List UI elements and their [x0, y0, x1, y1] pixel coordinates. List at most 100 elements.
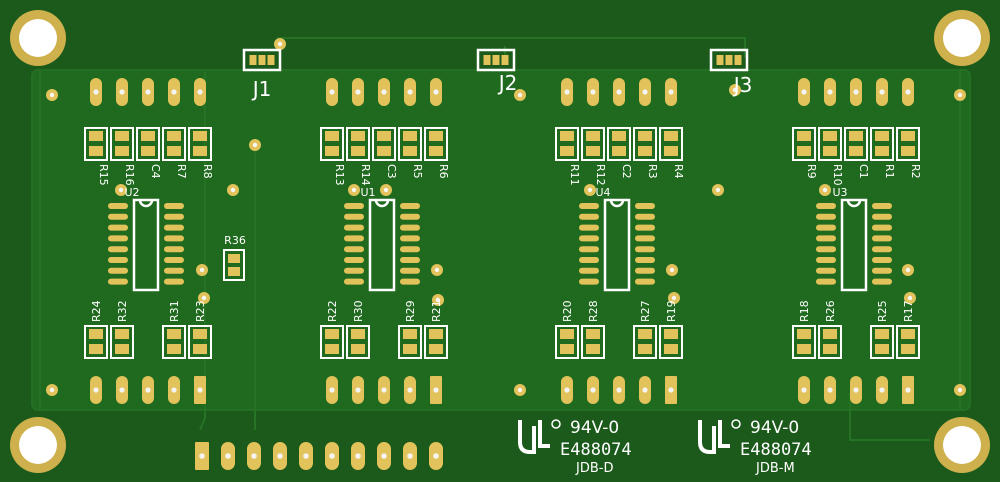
- smd-pad: [141, 146, 155, 156]
- th-pad-drill: [905, 387, 911, 393]
- via-drill: [49, 92, 55, 98]
- ic-lead-pad: [816, 267, 836, 274]
- connector-pin-pad: [501, 55, 509, 65]
- ul-logo-l: [538, 420, 550, 448]
- smd-outline: [162, 325, 186, 359]
- copper-trace: [849, 392, 930, 441]
- smd-outline: [320, 325, 344, 359]
- th-pad-drill: [381, 89, 387, 95]
- cert-rating: 94V-0: [570, 418, 619, 438]
- smd-pad: [89, 131, 103, 141]
- component-label: R23: [194, 300, 207, 322]
- smd-outline: [188, 325, 212, 359]
- smd-pad: [901, 344, 915, 354]
- ic-lead-pad: [579, 213, 599, 220]
- via-drill: [587, 187, 593, 193]
- smd-pad: [89, 344, 103, 354]
- component-label: R17: [902, 300, 915, 322]
- smd-outline: [659, 127, 683, 161]
- th-pad-drill: [616, 387, 622, 393]
- smd-pad: [167, 131, 181, 141]
- th-pad-drill: [801, 387, 807, 393]
- component-label: R15: [97, 164, 110, 186]
- component-label: R32: [116, 300, 129, 322]
- smd-pad: [612, 146, 626, 156]
- smd-pad: [115, 329, 129, 339]
- ic-lead-pad: [872, 224, 892, 231]
- smd-pad: [351, 146, 365, 156]
- smd-outline: [870, 127, 894, 161]
- smd-outline: [555, 325, 579, 359]
- ic-lead-pad: [816, 246, 836, 253]
- smd-pad: [638, 329, 652, 339]
- smd-pad: [193, 344, 207, 354]
- ic-lead-pad: [816, 235, 836, 242]
- via-drill: [201, 295, 207, 301]
- mounting-hole: [943, 426, 981, 464]
- connector-pin-pad: [734, 55, 742, 65]
- smd-pad: [875, 344, 889, 354]
- ic-lead-pad: [108, 257, 128, 263]
- via-drill: [957, 92, 963, 98]
- ic-lead-pad: [108, 278, 128, 285]
- ic-lead-pad: [635, 224, 655, 231]
- th-pad-drill: [827, 387, 833, 393]
- component-label: R6: [437, 164, 450, 179]
- chip-label: U4: [595, 186, 610, 199]
- connector-pin-pad: [725, 55, 733, 65]
- smd-pad: [849, 146, 863, 156]
- smd-outline: [792, 325, 816, 359]
- via-drill: [199, 267, 205, 273]
- component-label: R11: [568, 164, 581, 186]
- smd-pad: [638, 344, 652, 354]
- smd-outline: [896, 127, 920, 161]
- smd-outline: [84, 127, 108, 161]
- smd-pad: [429, 344, 443, 354]
- th-pad-drill: [329, 89, 335, 95]
- th-pad-drill: [642, 89, 648, 95]
- ic-lead-pad: [579, 257, 599, 263]
- component-label: R13: [333, 164, 346, 186]
- ic-lead-pad: [579, 278, 599, 285]
- th-pad-drill: [119, 387, 125, 393]
- component-label: C2: [620, 164, 633, 179]
- smd-pad: [403, 131, 417, 141]
- th-pad-drill: [616, 89, 622, 95]
- ic-lead-pad: [635, 267, 655, 274]
- ic-lead-pad: [164, 257, 184, 263]
- smd-pad: [351, 131, 365, 141]
- chip-label: U3: [832, 186, 847, 199]
- via-drill: [732, 87, 738, 93]
- th-pad-drill: [564, 387, 570, 393]
- ic-lead-pad: [108, 246, 128, 253]
- smd-pad: [325, 329, 339, 339]
- via-drill: [907, 295, 913, 301]
- ic-lead-pad: [164, 278, 184, 285]
- ic-lead-pad: [164, 246, 184, 253]
- cert-code: E488074: [740, 440, 812, 460]
- smd-pad: [429, 131, 443, 141]
- smd-pad: [560, 131, 574, 141]
- smd-pad: [797, 329, 811, 339]
- smd-pad: [228, 254, 240, 263]
- th-pad-drill: [93, 89, 99, 95]
- smd-pad: [115, 131, 129, 141]
- via-drill: [905, 267, 911, 273]
- smd-outline: [110, 127, 134, 161]
- smd-pad: [823, 146, 837, 156]
- smd-pad: [612, 131, 626, 141]
- smd-pad: [875, 131, 889, 141]
- ic-lead-pad: [872, 235, 892, 242]
- ic-lead-pad: [344, 203, 364, 209]
- smd-pad: [377, 131, 391, 141]
- smd-outline: [136, 127, 160, 161]
- smd-pad: [875, 329, 889, 339]
- connector-label: J2: [497, 71, 518, 95]
- smd-pad: [193, 329, 207, 339]
- ic-notch: [138, 199, 154, 208]
- th-pad-drill: [93, 387, 99, 393]
- component-label: R9: [805, 164, 818, 179]
- header-pin-drill: [277, 453, 283, 459]
- chip-label: U2: [124, 186, 139, 199]
- component-label: C3: [385, 164, 398, 179]
